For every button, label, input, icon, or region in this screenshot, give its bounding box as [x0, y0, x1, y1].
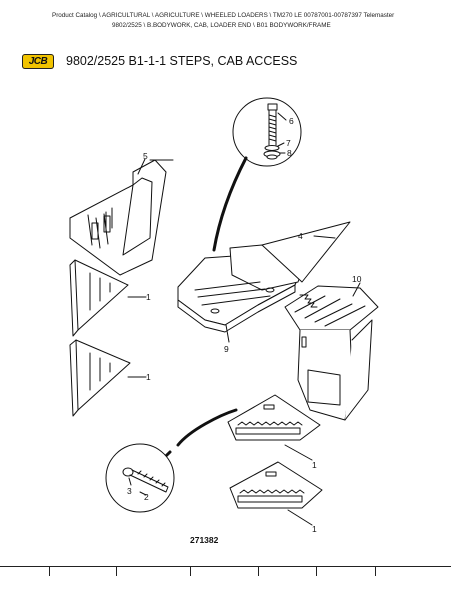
callout-1-middle: 1: [146, 372, 151, 382]
triangle-bracket-2: [69, 339, 147, 417]
lower-leader-curve: [176, 408, 238, 447]
bolt-detail-circle-lower: [105, 443, 175, 513]
footer-tick: [316, 566, 317, 576]
callout-1-lower-a: 1: [312, 460, 317, 470]
jcb-logo: JCB: [22, 53, 54, 69]
footer-tick: [116, 566, 117, 576]
callout-6: 6: [289, 116, 294, 126]
footer-tick: [49, 566, 50, 576]
platform-part-9: [177, 221, 351, 343]
callout-4: 4: [298, 231, 303, 241]
footer-tick: [375, 566, 376, 576]
breadcrumb: Product Catalog \ AGRICULTURAL \ AGRICUL…: [52, 11, 444, 31]
lower-step-1: [227, 394, 321, 461]
callout-8: 8: [287, 148, 292, 158]
callout-9: 9: [224, 344, 229, 354]
callout-1-lower-b: 1: [312, 524, 317, 534]
triangle-bracket-1: [69, 259, 147, 337]
footer-tick: [190, 566, 191, 576]
footer-rule: [0, 566, 451, 567]
callout-10: 10: [352, 274, 362, 284]
detail-leader-curve: [212, 156, 248, 252]
lower-step-2: [229, 461, 323, 526]
footer-tick: [258, 566, 259, 576]
callout-3: 3: [127, 486, 132, 496]
breadcrumb-line-2: 9802/2525 \ B.BODYWORK, CAB, LOADER END …: [112, 22, 331, 29]
breadcrumb-line-1: Product Catalog \ AGRICULTURAL \ AGRICUL…: [52, 12, 395, 19]
page-title: 9802/2525 B1-1-1 STEPS, CAB ACCESS: [66, 54, 298, 68]
bracket-part-5: [69, 158, 174, 276]
bolt-detail-circle: [232, 97, 302, 167]
callout-7: 7: [286, 138, 291, 148]
step-assembly-part-10: [284, 282, 379, 421]
callout-2: 2: [144, 492, 149, 502]
callout-1-top: 1: [146, 292, 151, 302]
callout-5: 5: [143, 151, 148, 161]
drawing-number: 271382: [190, 535, 219, 545]
page-header: JCB 9802/2525 B1-1-1 STEPS, CAB ACCESS: [22, 52, 297, 70]
